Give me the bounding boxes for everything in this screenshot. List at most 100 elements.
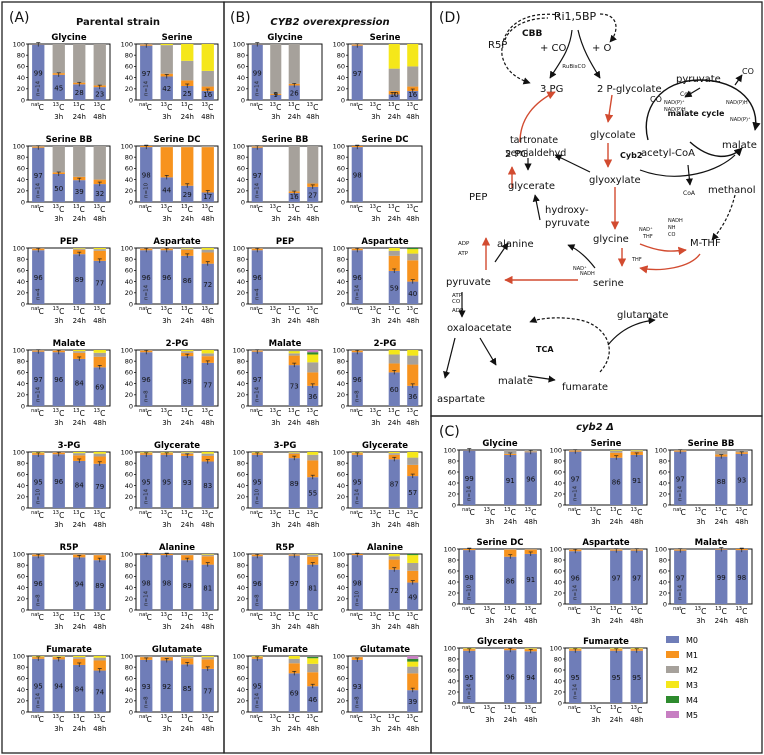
y-tick-label: 80: [125, 256, 133, 264]
coa-release-arrow: [685, 164, 693, 186]
x-label-sup: 13: [590, 606, 596, 612]
bar-segment-m2: [181, 452, 194, 454]
data-label: 9: [274, 91, 278, 99]
x-label-sup: nat: [462, 507, 470, 513]
node-co2: + CO: [540, 43, 567, 54]
bar-segment-m1: [181, 658, 194, 665]
y-tick-label: 40: [125, 686, 133, 694]
n-label: n=14: [35, 182, 41, 198]
y-tick-label: 0: [241, 198, 245, 206]
bar-segment-m0: [140, 45, 153, 100]
data-label: 10: [390, 91, 399, 99]
data-label: 25: [183, 90, 192, 98]
x-label-time: 3h: [485, 617, 494, 625]
bar-segment-m0: [160, 454, 173, 508]
x-label-main: C: [167, 511, 172, 520]
y-tick-label: 0: [341, 708, 345, 716]
x-label-time: 24h: [288, 317, 301, 325]
x-label-sup: nat: [673, 507, 681, 513]
y-tick-label: 0: [341, 504, 345, 512]
bar-segment-m0: [251, 250, 263, 304]
x-label-main: C: [258, 409, 263, 418]
y-tick-label: 20: [125, 595, 133, 603]
bar-segment-m0: [288, 458, 300, 508]
bar-segment-m2: [181, 656, 194, 659]
bar-segment-m1: [93, 250, 106, 261]
x-label-main: C: [395, 715, 400, 724]
bar-segment-m3: [251, 452, 263, 453]
n-label: n=8: [143, 390, 149, 402]
bar-segment-m0: [181, 185, 194, 202]
bar-segment-m0: [201, 461, 214, 508]
y-tick-label: 100: [333, 346, 345, 354]
y-tick-label: 20: [554, 589, 562, 597]
x-label-sup: 13: [202, 102, 208, 108]
y-tick-label: 100: [121, 550, 133, 558]
bar-segment-m3: [201, 350, 214, 354]
node-thf-glycine: THF: [642, 234, 653, 240]
y-tick-label: 40: [337, 74, 345, 82]
x-label-time: 24h: [610, 617, 623, 625]
x-label-main: C: [258, 205, 263, 214]
data-label: 79: [95, 483, 104, 491]
bar-segment-m0: [160, 250, 173, 304]
y-tick-label: 20: [237, 187, 245, 195]
y-tick-label: 40: [125, 584, 133, 592]
y-tick-label: 20: [125, 391, 133, 399]
x-label-main: C: [147, 613, 152, 622]
x-label-time: 3h: [485, 716, 494, 724]
x-label-main: C: [358, 511, 363, 520]
x-label-time: 48h: [201, 725, 214, 733]
x-label-main: C: [208, 613, 213, 622]
glyoxylate-to-tartronate-arrow: [554, 154, 591, 173]
y-tick-label: 0: [241, 300, 245, 308]
x-label-time: 3h: [271, 215, 280, 223]
x-label-main: C: [395, 205, 400, 214]
x-label-main: C: [490, 508, 495, 517]
data-label: 98: [142, 172, 151, 180]
y-tick-label: 40: [554, 479, 562, 487]
node-malate-cycle: malate cycle: [668, 109, 725, 118]
x-label-main: C: [358, 613, 363, 622]
bar-segment-m1: [407, 464, 419, 477]
y-tick-label: 60: [659, 567, 667, 575]
x-label-sup: nat: [250, 408, 258, 414]
plot-frame: [347, 145, 423, 203]
y-tick-label: 40: [125, 278, 133, 286]
bar-segment-m2: [181, 554, 194, 556]
pathway-diagram: Ri1,5BP CBB + CO + O RuBisCO R5P 3 PG 2 …: [437, 10, 761, 405]
x-label-sup: nat: [31, 612, 39, 618]
node-co2-right: CO: [742, 67, 754, 76]
x-label-sup: 13: [73, 306, 79, 312]
x-label-sup: 13: [525, 705, 531, 711]
y-tick-label: 60: [17, 63, 25, 71]
bar-segment-m2: [201, 353, 214, 357]
data-label: 96: [54, 376, 63, 384]
x-label-sup: 13: [73, 714, 79, 720]
x-label-sup: 13: [202, 612, 208, 618]
x-label-main: C: [147, 409, 152, 418]
x-label-main: C: [295, 613, 300, 622]
node-nh3-glycine: NH: [668, 225, 676, 231]
y-tick-label: 80: [17, 664, 25, 672]
legend-label-m2: M2: [686, 666, 698, 675]
bar-segment-m3: [307, 658, 319, 664]
panel-c-frame: [430, 415, 763, 754]
data-label: 96: [162, 274, 171, 282]
bar-segment-m0: [32, 658, 45, 712]
node-malate-right: malate: [722, 140, 757, 151]
bar-segment-m0: [351, 454, 363, 508]
y-tick-label: 80: [125, 562, 133, 570]
data-label: 97: [34, 376, 43, 384]
x-label-sup: 13: [288, 714, 294, 720]
x-label-main: C: [376, 715, 381, 724]
y-tick-label: 100: [655, 446, 667, 454]
bar-segment-m2: [735, 450, 748, 453]
chart-title: Serine BB: [262, 135, 309, 145]
plot-frame: [347, 451, 423, 509]
